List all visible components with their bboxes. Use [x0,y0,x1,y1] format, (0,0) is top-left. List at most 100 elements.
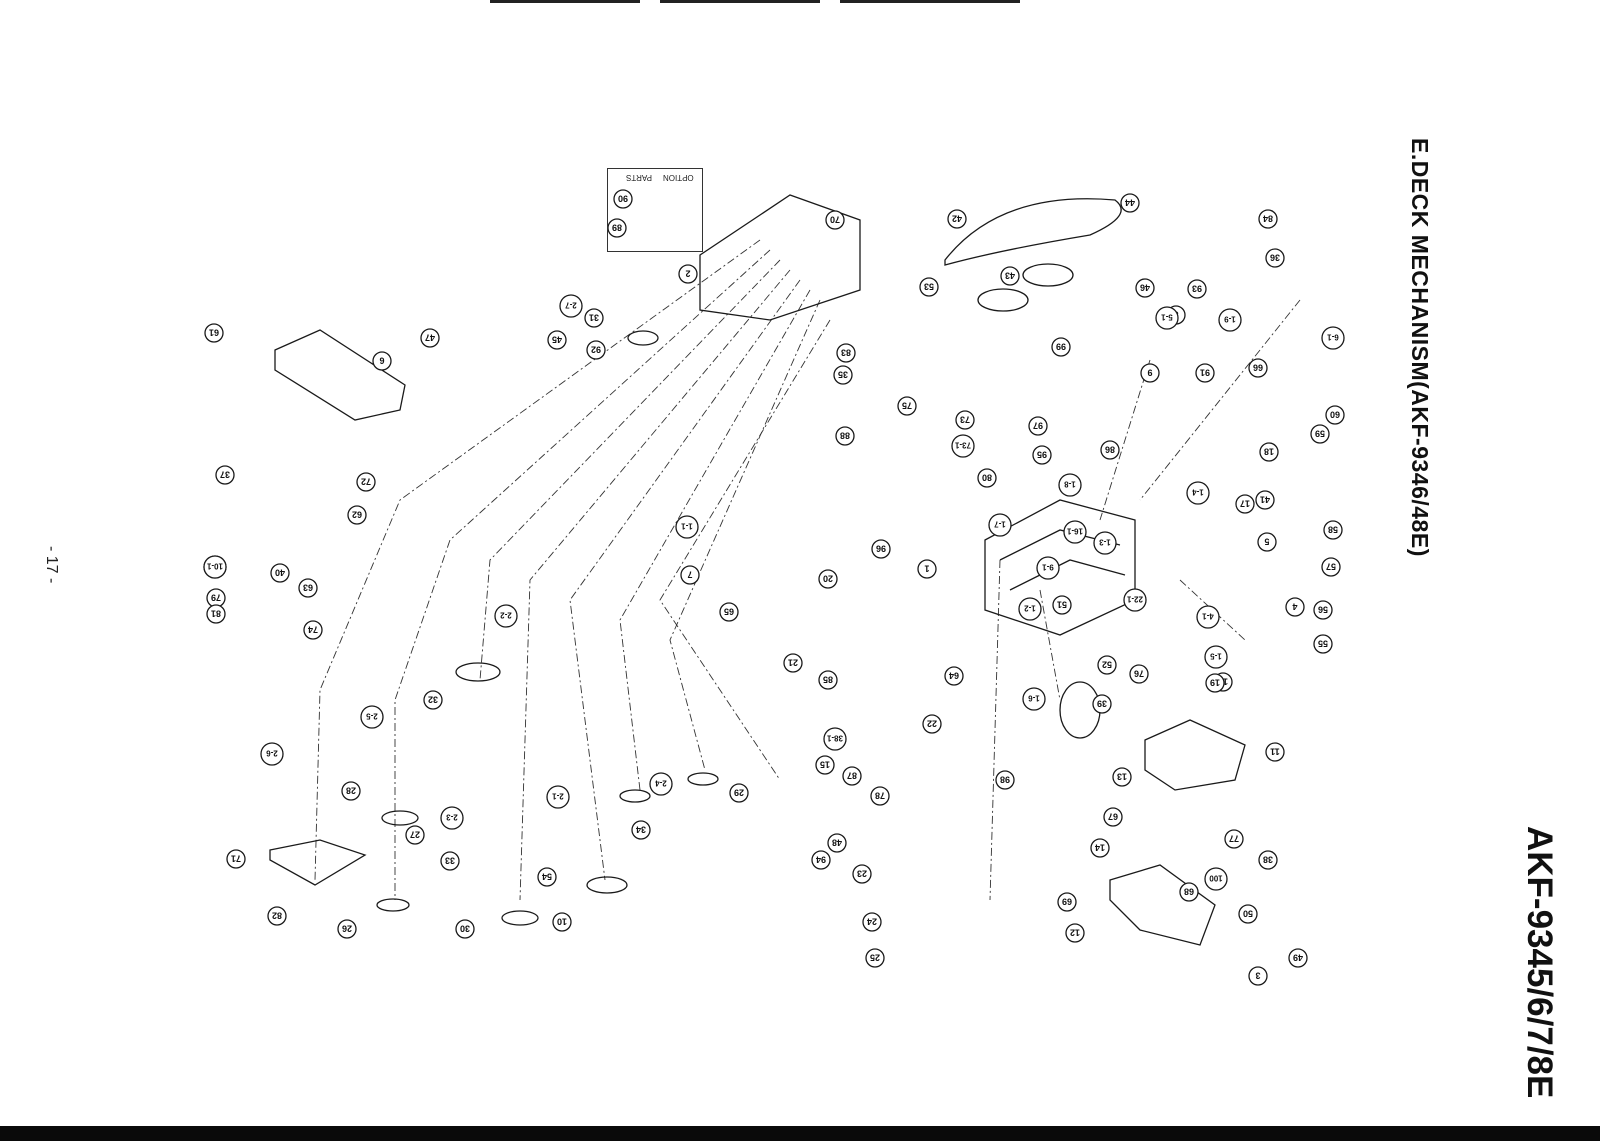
callout-label: 6-1 [1327,333,1339,342]
callout-label: 62 [352,510,362,520]
callout-42: 42 [947,209,967,229]
callout-3: 3 [1248,966,1268,986]
callout-61: 61 [204,323,224,343]
callout-9-1: 9-1 [1036,556,1060,580]
callout-label: 10-1 [206,562,223,571]
callout-label: 86 [1105,445,1115,455]
callout-21: 21 [783,653,803,673]
callout-label: 1-5 [1210,652,1222,661]
callout-label: 2-6 [266,749,278,758]
callout-25: 25 [865,948,885,968]
callout-label: 22 [927,719,937,729]
callout-22: 22 [922,714,942,734]
callout-label: 27 [410,830,420,840]
callout-label: 30 [460,924,470,934]
callout-label: 98 [1000,775,1010,785]
callout-label: 6 [379,356,384,366]
callout-38-1: 38-1 [823,727,847,751]
callout-1: 1 [917,559,937,579]
gear-10 [586,876,628,894]
callout-93: 93 [1187,279,1207,299]
callout-label: 33 [445,856,455,866]
callout-label: 57 [1326,562,1336,572]
leader-line-6 [619,289,811,791]
callout-label: 72 [361,477,371,487]
callout-6: 6 [372,351,392,371]
callout-label: 4-1 [1202,612,1214,621]
callout-92: 92 [586,340,606,360]
callout-5: 5 [1257,532,1277,552]
callout-label: 87 [847,771,857,781]
callout-label: 25 [870,953,880,963]
bottom-bar [0,1126,1600,1141]
callout-label: 20 [823,574,833,584]
callout-43: 43 [1000,266,1020,286]
callout-77: 77 [1224,829,1244,849]
callout-73-1: 73-1 [951,434,975,458]
callout-label: 28 [346,786,356,796]
callout-10: 10 [552,912,572,932]
callout-label: 60 [1330,410,1340,420]
callout-2-5: 2-5 [360,705,384,729]
belt-92 [627,330,659,346]
callout-label: 39 [1097,699,1107,709]
bottom-plate [1109,864,1216,946]
callout-73: 73 [955,410,975,430]
option-label: OPTION [663,173,694,182]
callout-89: 89 [607,218,627,238]
leader-line-5 [569,279,801,881]
callout-label: 22-1 [1126,595,1143,604]
callout-label: 10 [557,917,567,927]
callout-label: 41 [1260,495,1270,505]
callout-label: 74 [308,625,318,635]
callout-label: 97 [1033,421,1043,431]
callout-label: 2-5 [366,712,378,721]
callout-71: 71 [226,849,246,869]
callout-label: 2-1 [552,792,564,801]
callout-63: 63 [298,578,318,598]
callout-80: 80 [977,468,997,488]
callout-72: 72 [356,472,376,492]
parts-label: PARTS [626,173,652,182]
callout-27: 27 [405,825,425,845]
callout-label: 16-1 [1066,527,1083,536]
callout-32: 32 [423,690,443,710]
callout-53: 53 [919,277,939,297]
callout-label: 5 [1264,537,1269,547]
section-title: E.DECK MECHANISM(AKF-9346/48E) [1407,138,1433,557]
callout-18: 18 [1259,442,1279,462]
callout-label: 46 [1140,283,1150,293]
callout-14: 14 [1090,838,1110,858]
callout-label: 91 [1200,368,1210,378]
callout-50: 50 [1238,904,1258,924]
callout-label: 53 [924,282,934,292]
callout-84: 84 [1258,209,1278,229]
callout-46: 46 [1135,278,1155,298]
gear-34 [619,789,651,803]
callout-31: 31 [584,308,604,328]
callout-97: 97 [1028,416,1048,436]
callout-label: 9-1 [1042,563,1054,572]
callout-88: 88 [835,426,855,446]
callout-label: 42 [952,214,962,224]
callout-10-1: 10-1 [203,555,227,579]
callout-label: 67 [1108,812,1118,822]
callout-83: 83 [836,343,856,363]
callout-label: 17 [1240,499,1250,509]
callout-label: 88 [840,431,850,441]
callout-2-1: 2-1 [546,785,570,809]
callout-label: 81 [211,609,221,619]
callout-label: 18 [1264,447,1274,457]
callout-1-3: 1-3 [1093,531,1117,555]
callout-52: 52 [1097,655,1117,675]
callout-label: 43 [1005,271,1015,281]
callout-82: 82 [267,906,287,926]
callout-label: 80 [982,473,992,483]
callout-label: 19 [1210,678,1220,688]
callout-37: 37 [215,465,235,485]
callout-28: 28 [341,781,361,801]
flywheel-right [977,288,1029,312]
callout-98: 98 [995,770,1015,790]
callout-label: 15 [820,760,830,770]
